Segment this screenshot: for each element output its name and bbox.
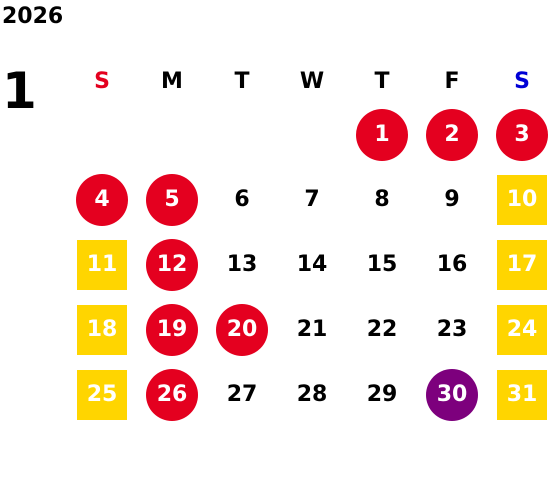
day-cell[interactable]: 30	[417, 362, 487, 427]
day-number: 21	[296, 316, 328, 342]
day-number: 17	[497, 239, 547, 290]
day-number: 29	[366, 381, 398, 407]
weekday-2: T	[234, 69, 250, 94]
day-number: 1	[356, 108, 408, 161]
day-cell[interactable]: 2	[417, 102, 487, 167]
month-label: 1	[2, 62, 37, 120]
day-cell[interactable]: 9	[417, 167, 487, 232]
day-number: 24	[497, 304, 547, 355]
day-cell[interactable]: 19	[137, 297, 207, 362]
day-number: 4	[76, 173, 128, 226]
day-cell[interactable]: 14	[277, 232, 347, 297]
day-cell[interactable]: 10	[487, 167, 548, 232]
day-cell[interactable]: 13	[207, 232, 277, 297]
day-cell[interactable]: 11	[67, 232, 137, 297]
day-cell[interactable]: 26	[137, 362, 207, 427]
day-number: 10	[497, 174, 547, 225]
day-cell[interactable]: 7	[277, 167, 347, 232]
day-number: 19	[146, 303, 198, 356]
weekday-6: S	[514, 69, 530, 94]
day-number: 26	[146, 368, 198, 421]
day-cell[interactable]: 28	[277, 362, 347, 427]
day-cell[interactable]: 21	[277, 297, 347, 362]
day-number: 25	[77, 369, 127, 420]
day-number: 18	[77, 304, 127, 355]
day-cell[interactable]: 12	[137, 232, 207, 297]
week-row: 11 12 13 14 15 16 17	[67, 232, 548, 297]
day-cell[interactable]: 15	[347, 232, 417, 297]
day-number: 28	[296, 381, 328, 407]
weekday-3: W	[299, 69, 325, 94]
day-number: 20	[216, 303, 268, 356]
day-number: 11	[77, 239, 127, 290]
day-number: 23	[436, 316, 468, 342]
day-cell[interactable]: 18	[67, 297, 137, 362]
day-cell[interactable]: 27	[207, 362, 277, 427]
day-number: 6	[234, 186, 250, 212]
day-number: 30	[426, 368, 478, 421]
day-cell[interactable]: 31	[487, 362, 548, 427]
day-number: 31	[497, 369, 547, 420]
day-number: 9	[444, 186, 460, 212]
weekday-0: S	[94, 69, 110, 94]
year-label: 2026	[2, 4, 64, 29]
day-number: 16	[436, 251, 468, 277]
day-number: 2	[426, 108, 478, 161]
weekday-4: T	[374, 69, 390, 94]
day-cell[interactable]: 3	[487, 102, 548, 167]
day-number: 12	[146, 238, 198, 291]
day-number: 14	[296, 251, 328, 277]
day-cell[interactable]: 1	[347, 102, 417, 167]
day-cell[interactable]: 4	[67, 167, 137, 232]
day-cell[interactable]: 20	[207, 297, 277, 362]
day-cell[interactable]: 8	[347, 167, 417, 232]
day-cell[interactable]: 17	[487, 232, 548, 297]
day-number: 7	[304, 186, 320, 212]
day-number: 8	[374, 186, 390, 212]
day-cell[interactable]: 23	[417, 297, 487, 362]
day-cell[interactable]: 6	[207, 167, 277, 232]
week-row: 18 19 20 21 22 23 24	[67, 297, 548, 362]
day-cell[interactable]: 5	[137, 167, 207, 232]
day-cell[interactable]: 22	[347, 297, 417, 362]
day-number: 13	[226, 251, 258, 277]
day-number: 15	[366, 251, 398, 277]
day-number: 27	[226, 381, 258, 407]
day-cell[interactable]: 16	[417, 232, 487, 297]
day-cell[interactable]: 25	[67, 362, 137, 427]
week-row: 25 26 27 28 29 30 31	[67, 362, 548, 427]
day-number: 22	[366, 316, 398, 342]
day-cell[interactable]: 29	[347, 362, 417, 427]
weekday-1: M	[161, 69, 183, 94]
weekday-5: F	[444, 69, 460, 94]
day-number: 3	[496, 108, 548, 161]
day-cell[interactable]: 24	[487, 297, 548, 362]
day-number: 5	[146, 173, 198, 226]
